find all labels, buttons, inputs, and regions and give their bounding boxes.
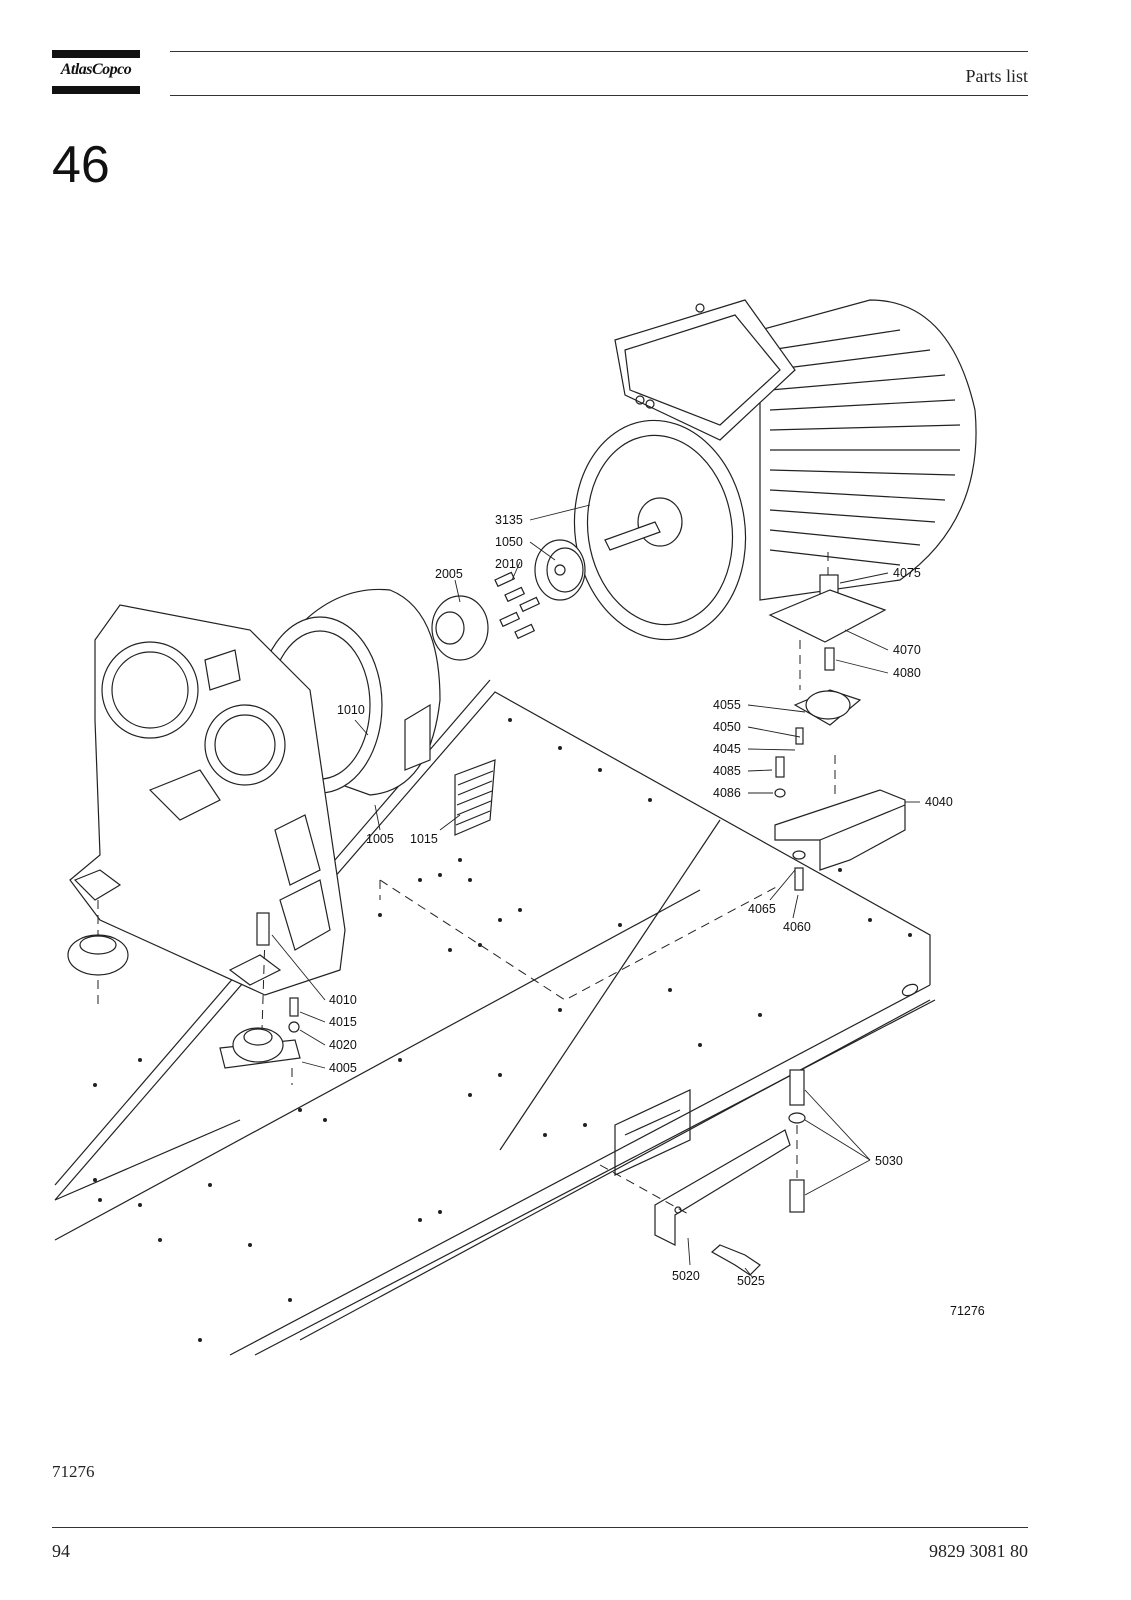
gear-casing	[69, 604, 346, 996]
callout-5025: 5025	[737, 1274, 765, 1288]
callout-4005: 4005	[329, 1061, 357, 1075]
callout-4075: 4075	[893, 566, 921, 580]
header-title: Parts list	[965, 66, 1028, 86]
callout-4045: 4045	[713, 742, 741, 756]
header-rule-top	[170, 51, 1028, 52]
bolt-4015	[289, 997, 299, 1017]
callout-2005: 2005	[435, 567, 463, 581]
callout-1050: 1050	[495, 535, 523, 549]
washer-4020	[288, 1021, 300, 1033]
callout-4065: 4065	[748, 902, 776, 916]
logo-bar-top	[52, 50, 140, 58]
callout-4086: 4086	[713, 786, 741, 800]
callout-4015: 4015	[329, 1015, 357, 1029]
motor-mount-stack	[768, 552, 906, 891]
callout-4085: 4085	[713, 764, 741, 778]
motor-footprint-outline	[379, 879, 781, 1001]
screen-mesh	[455, 770, 494, 826]
callout-3135: 3135	[495, 513, 523, 527]
callout-4050: 4050	[713, 720, 741, 734]
section-number: 46	[52, 136, 110, 194]
rubber-mount-4005	[219, 934, 301, 1085]
callout-4070: 4070	[893, 643, 921, 657]
logo-bar-bottom	[52, 86, 140, 94]
callout-1015: 1015	[410, 832, 438, 846]
coupling-half	[431, 595, 489, 661]
gearbox-mount-left	[67, 900, 129, 1005]
callout-1010: 1010	[337, 703, 365, 717]
callout-4020: 4020	[329, 1038, 357, 1052]
callout-4010: 4010	[329, 993, 357, 1007]
bolt-4010	[256, 912, 270, 946]
electric-motor	[573, 299, 977, 641]
figure-id: 71276	[950, 1304, 985, 1318]
callout-5020: 5020	[672, 1269, 700, 1283]
callout-4080: 4080	[893, 666, 921, 680]
base-frame	[54, 679, 936, 1356]
document-number: 9829 3081 80	[929, 1541, 1028, 1561]
logo-text: AtlasCopco	[60, 61, 132, 78]
coupling-pins	[494, 571, 541, 640]
callout-1005: 1005	[366, 832, 394, 846]
header-rule-bottom	[170, 95, 1028, 96]
coupling-hub	[534, 539, 586, 601]
callout-4060: 4060	[783, 920, 811, 934]
callout-4040: 4040	[925, 795, 953, 809]
footer-figure-ref: 71276	[52, 1462, 95, 1481]
footer-rule	[52, 1527, 1028, 1528]
callout-4055: 4055	[713, 698, 741, 712]
support-bracket	[599, 1069, 806, 1276]
atlas-copco-logo: AtlasCopco	[52, 50, 140, 94]
callout-5030: 5030	[875, 1154, 903, 1168]
callout-2010: 2010	[495, 557, 523, 571]
page-number: 94	[52, 1541, 70, 1561]
callout-labels: 3135 1050 2010 2005 4075 4070 4080 4055 …	[329, 513, 985, 1318]
callout-leaders	[271, 504, 920, 1279]
